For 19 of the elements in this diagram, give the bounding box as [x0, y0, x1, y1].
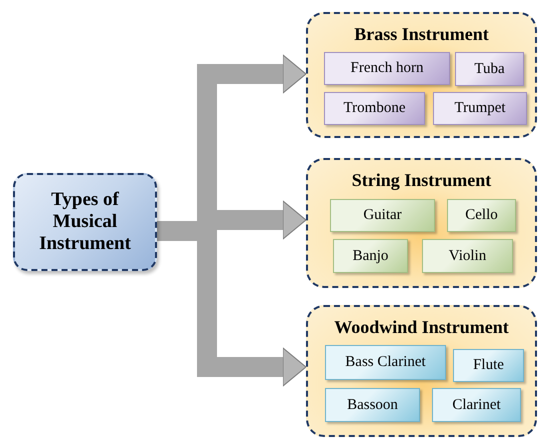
instrument-box: French horn: [324, 52, 450, 85]
category-panel: [306, 305, 537, 437]
category-heading: Brass Instrument: [353, 24, 490, 45]
instrument-box: Guitar: [330, 199, 435, 232]
instrument-box: Clarinet: [432, 388, 521, 422]
instrument-box: Violin: [422, 239, 513, 273]
instrument-box: Flute: [453, 349, 524, 382]
instrument-box: Bassoon: [325, 388, 420, 422]
instrument-box: Cello: [447, 199, 516, 232]
instrument-box: Trombone: [324, 92, 425, 125]
instrument-box: Trumpet: [433, 92, 527, 125]
category-heading: String Instrument: [350, 170, 492, 191]
category-heading: Woodwind Instrument: [333, 317, 510, 338]
category-panel: [306, 158, 537, 288]
root-box: Types of Musical Instrument: [13, 173, 157, 271]
instrument-box: Tuba: [455, 52, 524, 86]
instrument-box: Banjo: [333, 239, 408, 273]
instrument-box: Bass Clarinet: [325, 345, 446, 380]
category-panel: [306, 12, 537, 138]
